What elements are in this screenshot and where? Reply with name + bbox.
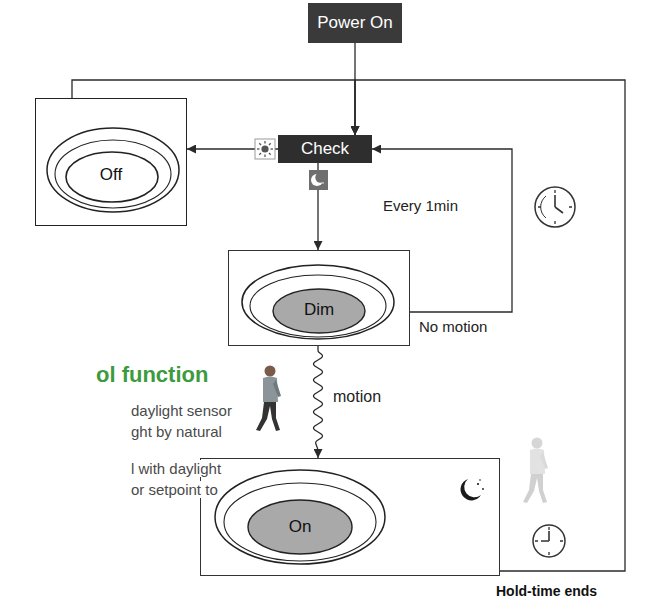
clock-face [533, 525, 565, 557]
moon-star [477, 483, 479, 485]
body-text-text: l with daylight [130, 460, 222, 477]
lamp-state-box: Off [35, 98, 187, 226]
moon-icon [309, 170, 328, 190]
lamp-ring [250, 275, 386, 337]
person-legs [523, 474, 547, 503]
timeout-note-text: Hold-time ends [495, 583, 598, 599]
sun-rays [257, 141, 273, 157]
leaving-person [523, 438, 548, 504]
moon-star [479, 479, 481, 481]
lamp-ring [224, 483, 376, 561]
lamp-ring [55, 140, 171, 208]
state-label: On [289, 517, 312, 537]
section-heading-text: ol function [95, 362, 209, 387]
sun-ray [257, 148, 260, 149]
sun-ray [264, 141, 265, 144]
clock-hands [555, 195, 563, 213]
lamp-on [215, 470, 385, 564]
condition-text: motion [332, 388, 382, 405]
sun-ray [269, 143, 271, 145]
section-heading: ol function [95, 362, 209, 387]
flow-connector [72, 80, 355, 135]
sun-ray [269, 153, 271, 155]
interval-note: Every 1min [382, 197, 459, 214]
edge-label: No motion [418, 318, 488, 335]
flow-connector [355, 80, 625, 571]
sun-ray [259, 153, 261, 155]
clock-ticks [535, 527, 563, 555]
clock-arc [541, 196, 546, 218]
condition-text: No motion [418, 318, 488, 335]
timeout-note: Hold-time ends [495, 583, 598, 599]
walking-person [256, 366, 281, 432]
sun-icon [255, 139, 275, 159]
person-arm [540, 452, 548, 469]
state-label: Check [301, 139, 349, 159]
clock-hands [541, 531, 549, 541]
body-text-text: or setpoint to [130, 481, 219, 498]
clock-ticks [538, 190, 572, 224]
icon-frame [255, 139, 275, 159]
state-label: Power On [317, 13, 393, 33]
clock-face [535, 187, 575, 227]
body-text: l with daylight [130, 460, 222, 477]
body-text-text: ght by natural [130, 423, 223, 440]
check-box: Check [278, 135, 372, 163]
state-label: Off [100, 165, 122, 185]
lamp-rim [242, 265, 394, 339]
timer-clock [535, 187, 575, 227]
lamp-state-box: Dim [228, 250, 410, 346]
flow-connector [372, 149, 512, 312]
night-moon [461, 479, 484, 500]
edge-label: motion [332, 388, 382, 406]
lamp-state-box: On [200, 458, 500, 576]
body-text: ght by natural [130, 423, 223, 440]
icon-frame [309, 170, 328, 190]
moon-star [322, 182, 324, 184]
lamp-rim [215, 470, 385, 564]
start-box: Power On [308, 3, 402, 43]
lamp-rim [47, 128, 179, 212]
sun-ray [259, 143, 261, 145]
sun-ray [264, 155, 265, 158]
interval-note-text: Every 1min [382, 197, 459, 214]
sun-disc [261, 145, 268, 152]
body-text: daylight sensor [130, 402, 233, 419]
sun-ray [271, 148, 274, 149]
body-text: or setpoint to [130, 481, 219, 498]
flow-connector [313, 346, 322, 458]
lamp-diffuser [66, 152, 158, 202]
lamp-dim [242, 265, 394, 339]
state-label: Dim [304, 300, 334, 320]
lamp-diffuser [273, 289, 365, 333]
person-head [532, 438, 543, 449]
person-arm [273, 380, 281, 397]
timer-clock [533, 525, 565, 557]
moon-star [482, 488, 484, 490]
moon-shadow [315, 172, 325, 182]
moon-crescent [461, 479, 481, 500]
lamp-off [47, 128, 179, 212]
person-legs [256, 402, 280, 431]
lamp-diffuser [248, 500, 352, 554]
person-head [265, 366, 276, 377]
body-text-text: daylight sensor [130, 402, 233, 419]
